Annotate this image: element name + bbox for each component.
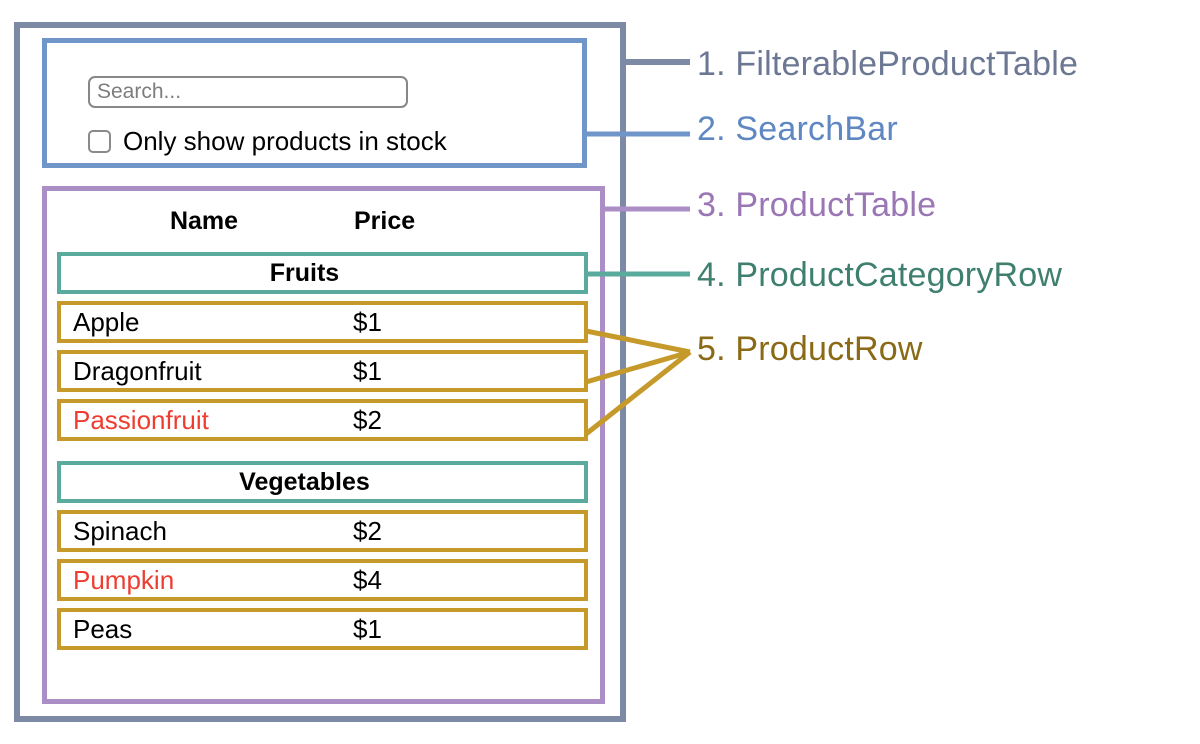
category-label: Fruits [269, 258, 340, 287]
column-header-price: Price [354, 206, 416, 235]
product-price: $1 [353, 356, 382, 386]
product-row: Dragonfruit $1 [57, 350, 588, 392]
product-table-header: Name Price [62, 197, 582, 245]
only-in-stock-checkbox[interactable] [88, 129, 111, 153]
product-price: $2 [353, 516, 382, 546]
product-price: $1 [353, 307, 382, 337]
product-row: Spinach $2 [57, 510, 588, 552]
category-label: Vegetables [239, 467, 370, 496]
callout-label-product-category-row: 4. ProductCategoryRow [697, 256, 1063, 294]
search-bar-frame [42, 38, 587, 168]
callout-label-product-table: 3. ProductTable [697, 186, 937, 224]
product-name: Passionfruit [73, 405, 209, 435]
product-price: $1 [353, 614, 382, 644]
product-name: Pumpkin [73, 565, 175, 595]
product-name: Dragonfruit [73, 356, 202, 386]
product-name: Peas [73, 614, 133, 644]
product-table-frame [42, 186, 605, 704]
callout-label-product-row: 5. ProductRow [697, 330, 923, 368]
product-price: $2 [353, 405, 382, 435]
product-price: $4 [353, 565, 382, 595]
product-category-row: Vegetables [57, 461, 588, 503]
product-row: Pumpkin $4 [57, 559, 588, 601]
product-name: Apple [73, 307, 140, 337]
product-row: Passionfruit $2 [57, 399, 588, 441]
product-category-row: Fruits [57, 252, 588, 294]
row-group-gap [57, 448, 588, 461]
only-in-stock-checkbox-row[interactable]: Only show products in stock [88, 127, 447, 155]
product-name: Spinach [73, 516, 167, 546]
callout-label-filterable-product-table: 1. FilterableProductTable [697, 45, 1079, 83]
product-table-rows: Fruits Apple $1 Dragonfruit $1 Passionfr… [57, 252, 588, 657]
callout-label-search-bar: 2. SearchBar [697, 110, 898, 148]
search-input[interactable] [88, 76, 408, 108]
column-header-name: Name [169, 206, 239, 235]
product-row: Peas $1 [57, 608, 588, 650]
product-row: Apple $1 [57, 301, 588, 343]
only-in-stock-label: Only show products in stock [123, 126, 447, 156]
